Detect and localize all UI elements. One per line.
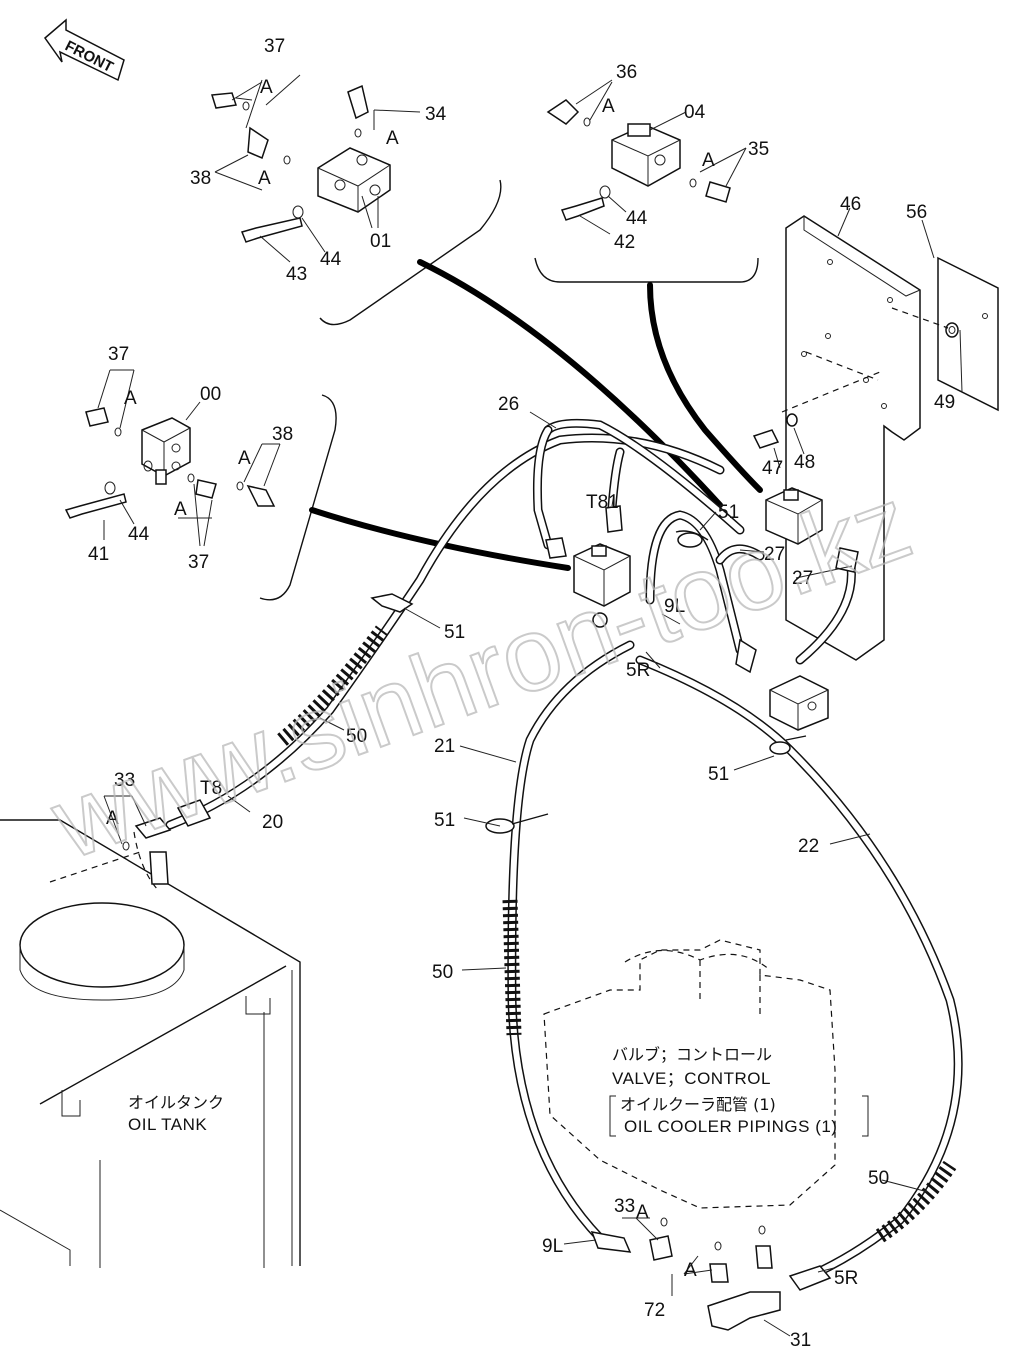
label-44: 44 xyxy=(320,249,342,270)
valve-blocks xyxy=(545,487,859,731)
label-a: A xyxy=(386,128,399,149)
label-50: 50 xyxy=(868,1168,889,1189)
label-50: 50 xyxy=(346,726,367,747)
label-51: 51 xyxy=(434,810,455,831)
label-31: 31 xyxy=(790,1330,811,1351)
label-42: 42 xyxy=(614,232,635,253)
tank-label-en: OIL TANK xyxy=(128,1115,207,1134)
sleeves xyxy=(277,625,957,1243)
label-33: 33 xyxy=(614,1196,635,1217)
label-a: A xyxy=(174,499,187,520)
label-37: 37 xyxy=(108,344,129,365)
label-56: 56 xyxy=(906,202,927,223)
bracket-plates: 46 56 49 47 48 xyxy=(752,194,999,661)
label-27: 27 xyxy=(792,568,813,589)
front-arrow: FRONT xyxy=(43,18,125,82)
detail-block-00: 37 A 00 38 A A 44 41 37 xyxy=(64,344,293,573)
clamps xyxy=(370,532,807,834)
tank-label-jp: オイルタンク xyxy=(128,1093,224,1112)
label-a: A xyxy=(106,808,119,829)
label-37: 37 xyxy=(264,36,285,57)
label-50: 50 xyxy=(432,962,453,983)
label-t81: T81 xyxy=(586,492,619,513)
label-26: 26 xyxy=(498,394,519,415)
label-35: 35 xyxy=(748,139,769,160)
tank-fittings xyxy=(103,795,212,885)
label-22: 22 xyxy=(798,836,819,857)
leader-lines xyxy=(227,411,929,1273)
label-51: 51 xyxy=(708,764,729,785)
valve-line4-en: OIL COOLER PIPINGS (1) xyxy=(624,1117,837,1136)
label-41: 41 xyxy=(88,544,109,565)
label-48: 48 xyxy=(794,452,815,473)
label-46: 46 xyxy=(840,194,861,215)
detail-block-01: 37 A 34 A 38 A 01 44 43 xyxy=(190,36,447,285)
label-5r: 5R xyxy=(834,1268,858,1289)
label-a: A xyxy=(684,1260,697,1281)
label-38: 38 xyxy=(272,424,293,445)
label-51: 51 xyxy=(444,622,465,643)
label-a: A xyxy=(124,388,137,409)
label-44: 44 xyxy=(626,208,648,229)
control-valve: バルブ；コントロール VALVE；CONTROL オイルクーラ配管 (1) OI… xyxy=(543,939,869,1209)
valve-line3-jp: オイルクーラ配管 (1) xyxy=(620,1095,776,1114)
oil-tank: オイルタンク OIL TANK xyxy=(0,819,301,1268)
label-a: A xyxy=(260,77,273,98)
label-47: 47 xyxy=(762,458,783,479)
label-a: A xyxy=(238,448,251,469)
valve-line2-en: VALVE；CONTROL xyxy=(612,1069,771,1088)
label-34: 34 xyxy=(425,104,447,125)
label-5r: 5R xyxy=(626,660,650,681)
label-a: A xyxy=(602,96,615,117)
label-9l: 9L xyxy=(542,1236,563,1257)
label-01: 01 xyxy=(370,231,391,252)
label-27: 27 xyxy=(764,544,785,565)
label-38: 38 xyxy=(190,168,211,189)
label-37: 37 xyxy=(188,552,209,573)
label-a: A xyxy=(636,1202,649,1223)
label-a: A xyxy=(702,150,715,171)
bottom-fittings xyxy=(590,1217,832,1337)
label-t8: T8 xyxy=(200,778,222,799)
label-72: 72 xyxy=(644,1300,665,1321)
label-44: 44 xyxy=(128,524,150,545)
watermark: www.sinhron-too.kz xyxy=(37,464,925,882)
label-51: 51 xyxy=(718,502,739,523)
label-33: 33 xyxy=(114,770,135,791)
callout-labels: 26 T81 51 27 27 51 9L 5R 50 21 51 51 22 … xyxy=(106,394,889,1351)
label-49: 49 xyxy=(934,392,955,413)
label-04: 04 xyxy=(684,102,706,123)
label-36: 36 xyxy=(616,62,637,83)
label-20: 20 xyxy=(262,812,283,833)
label-9l: 9L xyxy=(664,596,685,617)
label-a: A xyxy=(258,168,271,189)
label-43: 43 xyxy=(286,264,307,285)
detail-block-04: 36 A 04 35 A 44 42 xyxy=(546,62,769,253)
valve-line1-jp: バルブ；コントロール xyxy=(612,1045,772,1064)
detail-callout-brackets xyxy=(259,179,763,601)
label-21: 21 xyxy=(434,736,455,757)
label-00: 00 xyxy=(200,384,221,405)
